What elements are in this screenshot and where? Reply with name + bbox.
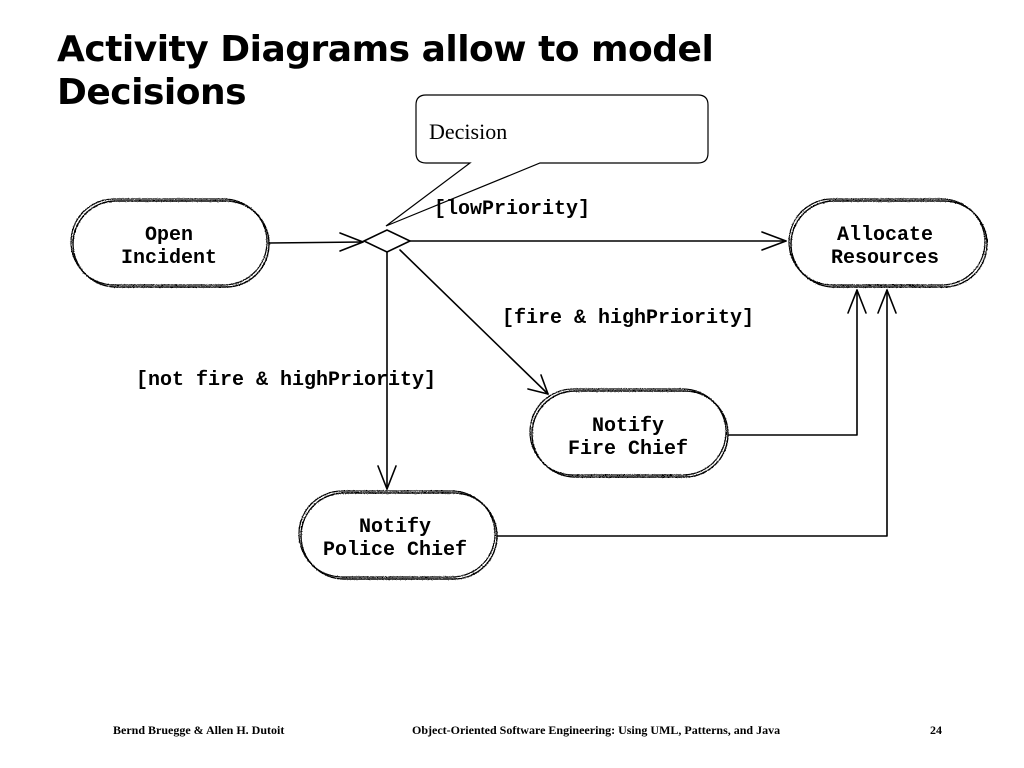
callout-bubble-shape [385, 94, 709, 227]
footer-authors: Bernd Bruegge & Allen H. Dutoit [113, 723, 285, 737]
edge-decision-to-fire-chief [399, 249, 549, 395]
node-allocate-resources-label-2: Resources [831, 247, 939, 270]
edge-decision-to-fire-chief-arrowhead [527, 374, 549, 395]
slide-title-line-2: Decisions [57, 72, 247, 113]
node-notify-police-chief-label-1: Notify [359, 516, 431, 539]
node-open-incident: Open Incident [70, 198, 270, 288]
edge-police-chief-to-allocate-arrowhead [877, 289, 897, 314]
node-open-incident-outline [70, 198, 268, 286]
node-notify-fire-chief-label-2: Fire Chief [568, 438, 688, 461]
edge-open-to-decision-arrowhead [339, 232, 364, 252]
decision-callout: Decision [385, 94, 709, 227]
slide-title-line-1: Activity Diagrams allow to model [57, 29, 714, 70]
node-notify-police-chief: Notify Police Chief [298, 490, 498, 580]
node-allocate-resources-label-1: Allocate [837, 224, 933, 247]
edge-fire-chief-to-allocate-arrowhead [847, 289, 867, 314]
guard-low-priority: [lowPriority] [434, 198, 590, 221]
footer-page-number: 24 [930, 723, 942, 737]
edge-open-to-decision [268, 241, 364, 244]
node-open-incident-shape [72, 200, 270, 288]
node-allocate-resources: Allocate Resources [788, 198, 988, 288]
edge-police-chief-to-allocate [496, 289, 888, 537]
node-notify-fire-chief-label-1: Notify [592, 415, 664, 438]
edge-fire-chief-to-allocate [727, 289, 858, 436]
slide-title: Activity Diagrams allow to model Decisio… [57, 28, 817, 114]
callout-label: Decision [429, 119, 507, 144]
node-open-incident-label-2: Incident [121, 247, 217, 270]
node-notify-fire-chief-outline [529, 388, 727, 476]
guard-not-fire-high-priority: [not fire & highPriority] [136, 369, 436, 392]
guard-fire-high-priority: [fire & highPriority] [502, 307, 754, 330]
node-notify-fire-chief: Notify Fire Chief [529, 388, 729, 478]
edge-decision-to-allocate-arrowhead [761, 231, 787, 251]
node-notify-police-chief-outline [298, 490, 496, 578]
footer-book-title: Object-Oriented Software Engineering: Us… [412, 723, 781, 737]
node-open-incident-label-1: Open [145, 224, 193, 247]
edge-decision-to-police-chief-arrowhead [377, 465, 397, 490]
node-notify-fire-chief-shape [531, 390, 729, 478]
decision-diamond [362, 229, 412, 253]
node-notify-police-chief-label-2: Police Chief [323, 539, 467, 562]
node-allocate-resources-outline [788, 198, 986, 286]
node-allocate-resources-shape [790, 200, 988, 288]
